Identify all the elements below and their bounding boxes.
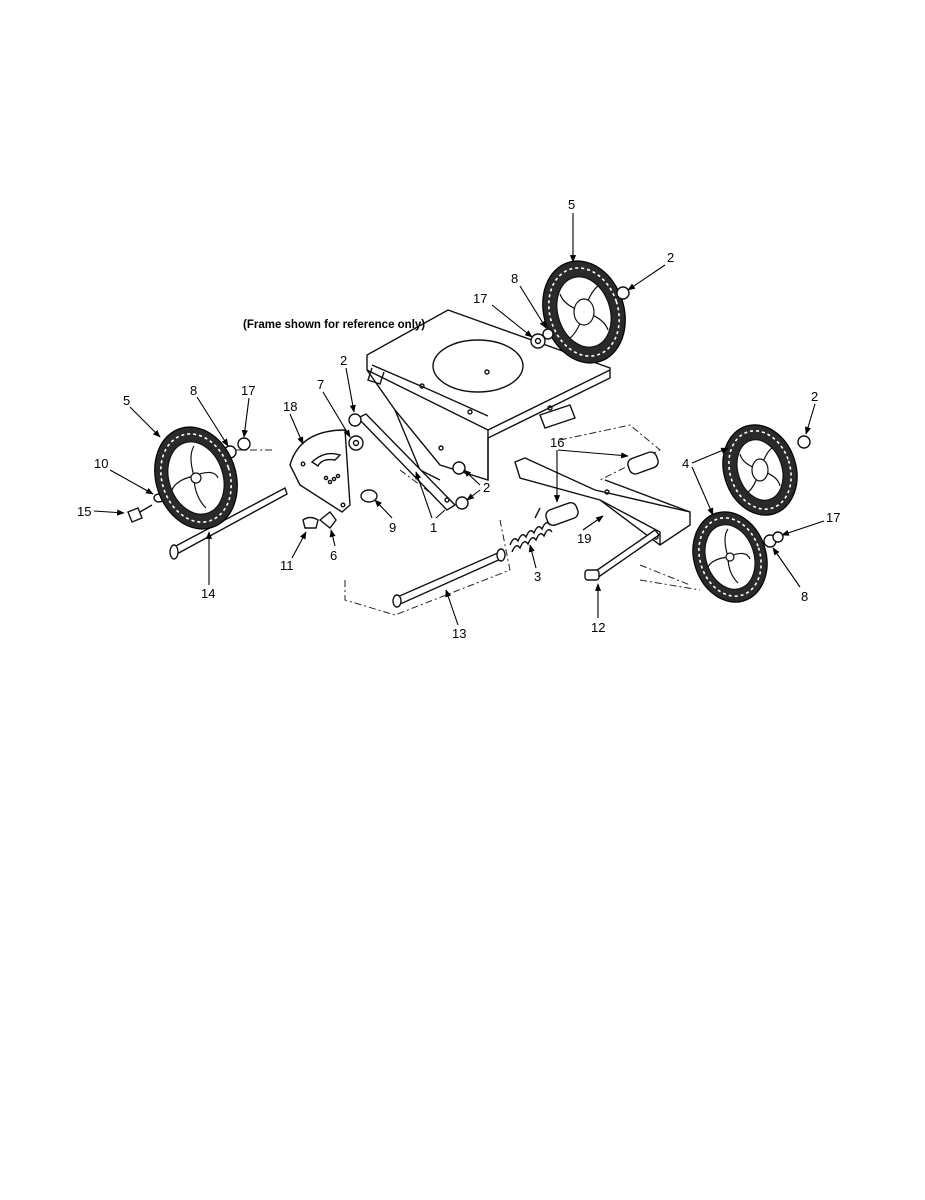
callout-14: 14 bbox=[201, 586, 215, 601]
callout-11: 11 bbox=[280, 558, 294, 573]
callout-3: 3 bbox=[534, 569, 541, 584]
callout-5-rear: 5 bbox=[568, 197, 575, 212]
callout-8-front: 8 bbox=[190, 383, 197, 398]
callouts: 5 2 8 17 2 7 18 5 8 17 10 15 14 bbox=[77, 197, 840, 641]
callout-17-front: 17 bbox=[241, 383, 255, 398]
callout-19: 19 bbox=[577, 531, 591, 546]
callout-9: 9 bbox=[389, 520, 396, 535]
shoulder-bolt bbox=[584, 529, 661, 581]
callout-2-plate: 2 bbox=[340, 353, 347, 368]
callout-6: 6 bbox=[330, 548, 337, 563]
callout-15: 15 bbox=[77, 504, 91, 519]
callout-10: 10 bbox=[94, 456, 108, 471]
callout-17-rear: 17 bbox=[473, 291, 487, 306]
frame bbox=[366, 309, 611, 481]
front-axle bbox=[169, 486, 288, 560]
callout-8-rear: 8 bbox=[511, 271, 518, 286]
callout-5-front: 5 bbox=[123, 393, 130, 408]
wheel-hardware bbox=[530, 286, 811, 548]
callout-7: 7 bbox=[317, 377, 324, 392]
callout-17-right: 17 bbox=[826, 510, 840, 525]
callout-8-right: 8 bbox=[801, 589, 808, 604]
callout-12: 12 bbox=[591, 620, 605, 635]
front-right-wheel bbox=[692, 511, 768, 603]
rear-bracket bbox=[514, 451, 691, 546]
rear-left-wheel bbox=[542, 260, 626, 364]
spring bbox=[509, 507, 553, 553]
callout-2-rear-wheel: 2 bbox=[667, 250, 674, 265]
small-hardware bbox=[302, 413, 469, 529]
callout-18: 18 bbox=[283, 399, 297, 414]
callout-16: 16 bbox=[550, 435, 564, 450]
height-plate bbox=[289, 429, 351, 513]
front-left-wheel bbox=[154, 426, 238, 530]
callout-13: 13 bbox=[452, 626, 466, 641]
callout-4: 4 bbox=[682, 456, 689, 471]
frame-reference-note: (Frame shown for reference only) bbox=[243, 319, 425, 331]
callout-1: 1 bbox=[430, 520, 437, 535]
callout-2-right-wheel: 2 bbox=[811, 389, 818, 404]
callout-2-lever: 2 bbox=[483, 480, 490, 495]
rear-right-wheel bbox=[722, 424, 798, 516]
rear-axle bbox=[392, 548, 506, 608]
